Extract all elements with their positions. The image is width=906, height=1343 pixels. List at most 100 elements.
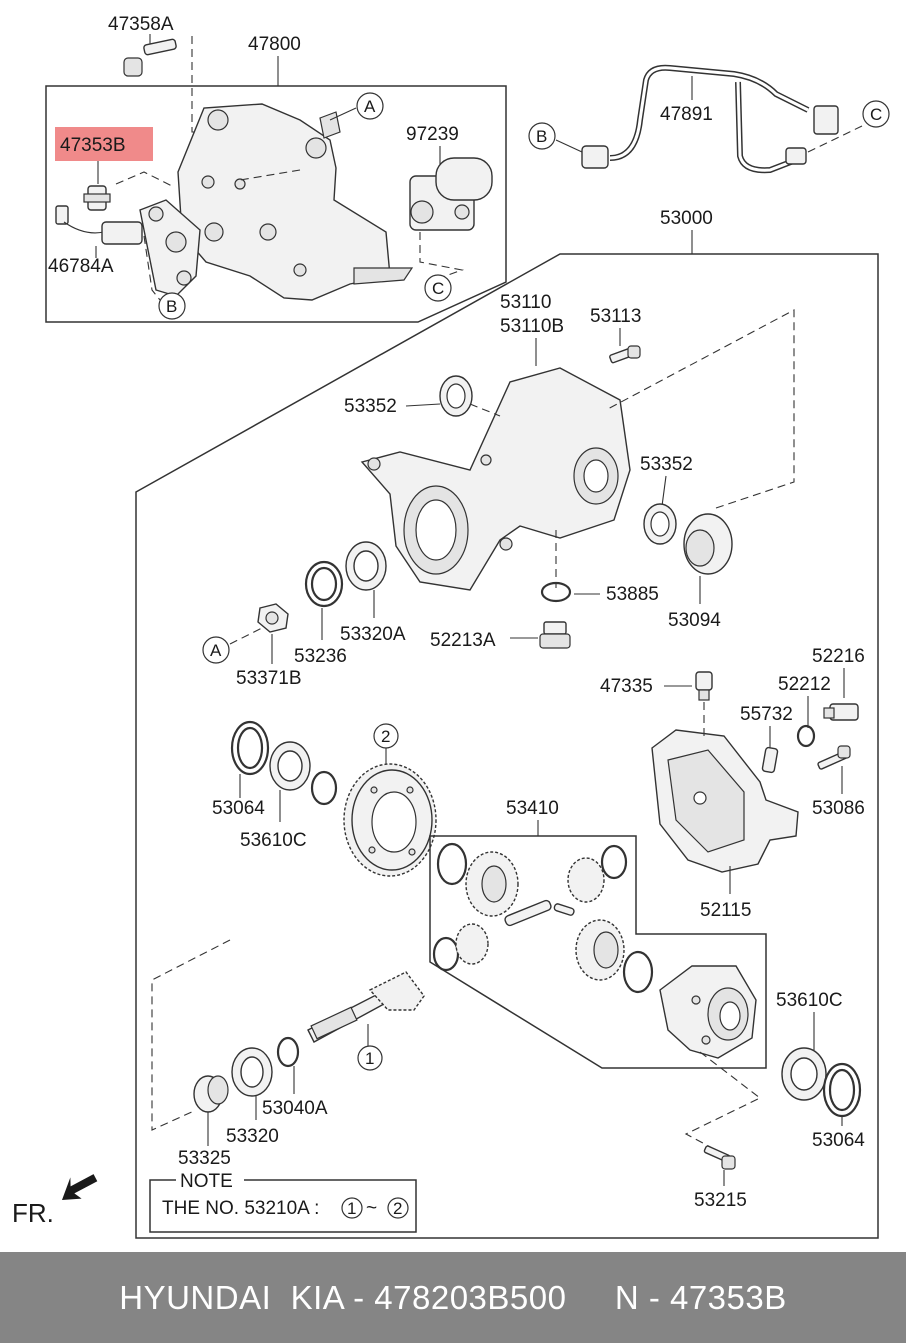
breather-47335 [695, 671, 713, 701]
note-ref-1: 1 [341, 1197, 363, 1219]
ref-circle-1: 1 [357, 1045, 383, 1071]
part-label-53110: 53110 [500, 292, 551, 313]
part-label-53410: 53410 [506, 798, 559, 819]
bolt-53215 [703, 1145, 736, 1170]
assembly-box-53410 [429, 835, 767, 1069]
rear-cover-52115 [651, 729, 799, 873]
part-label-53086: 53086 [812, 798, 865, 819]
transfer-case-housing [177, 103, 414, 301]
plug-52213A [539, 621, 571, 649]
part-label-53113: 53113 [590, 306, 641, 327]
part-label-53325: 53325 [178, 1148, 231, 1169]
plug-52216 [823, 703, 859, 721]
note-box [149, 1179, 417, 1233]
part-label-53000: 53000 [660, 208, 713, 229]
part-label-46784A: 46784A [48, 256, 114, 277]
svg-text:2: 2 [381, 727, 390, 746]
bearing-53610C-left [269, 741, 311, 791]
part-label-53885: 53885 [606, 584, 659, 605]
oil-seal-53352-right [643, 503, 677, 545]
front-arrow-icon [61, 1174, 98, 1200]
bearing-53320 [231, 1047, 273, 1097]
ref-circle-C-left: C [424, 274, 452, 302]
footer-text: HYUNDAI KIA - 478203B500 N - 47353B [119, 1278, 787, 1316]
note-range-separator: ~ [366, 1198, 377, 1219]
mounting-bracket [139, 199, 201, 297]
side-gear-set [432, 842, 654, 994]
ref-circle-C-right: C [862, 100, 890, 128]
part-label-53320: 53320 [226, 1126, 279, 1147]
part-label-55732: 55732 [740, 704, 793, 725]
flange-53094 [683, 513, 733, 575]
part-label-52212: 52212 [778, 674, 831, 695]
part-label-52115: 52115 [700, 900, 751, 921]
part-label-53352-right: 53352 [640, 454, 693, 475]
drive-pinion [307, 971, 425, 1043]
part-label-47335: 47335 [600, 676, 653, 697]
part-label-53064-left: 53064 [212, 798, 265, 819]
note-title: NOTE [180, 1171, 233, 1192]
part-label-53236: 53236 [294, 646, 347, 667]
ref-circle-B-right: B [528, 122, 556, 150]
part-label-52216: 52216 [812, 646, 865, 667]
svg-text:2: 2 [393, 1199, 402, 1218]
actuator-97239 [409, 157, 493, 231]
part-label-47358A: 47358A [108, 14, 174, 35]
svg-text:1: 1 [365, 1049, 374, 1068]
pin-55732 [761, 746, 779, 774]
part-label-53610C-right: 53610C [776, 990, 843, 1011]
svg-text:C: C [870, 105, 882, 124]
highlight-47353B [55, 127, 153, 161]
bearing-53320A [345, 541, 387, 591]
ring-left [310, 770, 338, 806]
svg-text:A: A [364, 97, 376, 116]
assembly-box-47800 [45, 85, 507, 323]
ref-circle-B-left: B [158, 292, 186, 320]
differential-carrier-53110 [360, 367, 631, 591]
front-direction-label: FR. [12, 1198, 54, 1228]
ref-circle-A-top: A [356, 92, 384, 120]
part-label-47353B: 47353B [60, 135, 126, 156]
assembly-box-53000 [135, 253, 879, 1239]
bolt-53113 [609, 345, 641, 364]
harness-47891 [581, 64, 839, 174]
part-label-53040A: 53040A [262, 1098, 328, 1119]
part-label-53215: 53215 [694, 1190, 747, 1211]
washer-53885 [540, 581, 572, 603]
oil-seal-53352-left [439, 375, 473, 417]
svg-text:B: B [166, 297, 177, 316]
nut-53371B [257, 603, 289, 633]
part-label-52213A: 52213A [430, 630, 496, 651]
part-label-53094: 53094 [668, 610, 721, 631]
part-label-53352-left: 53352 [344, 396, 397, 417]
bolt-53086 [817, 745, 851, 770]
part-label-53320A: 53320A [340, 624, 406, 645]
part-label-97239: 97239 [406, 124, 459, 145]
exploded-parts-diagram: 47800 47358A A 47353B [12, 14, 890, 1239]
bolt-47358A [123, 38, 177, 77]
part-label-53371B: 53371B [236, 668, 302, 689]
bearing-53610C-right [781, 1047, 827, 1101]
part-number-footer: HYUNDAI KIA - 478203B500 N - 47353B [0, 1252, 906, 1343]
svg-text:1: 1 [347, 1199, 356, 1218]
part-label-47891: 47891 [660, 104, 713, 125]
note-text: THE NO. 53210A : [162, 1198, 319, 1219]
svg-text:C: C [432, 279, 444, 298]
part-label-47800: 47800 [248, 34, 301, 55]
shim-53064-right [822, 1062, 862, 1118]
note-ref-2: 2 [387, 1197, 409, 1219]
svg-text:B: B [536, 127, 547, 146]
harness-46784A [55, 205, 143, 245]
sensor-47353B [83, 185, 111, 211]
spacer-53040A [276, 1036, 300, 1068]
ring-gear [343, 763, 437, 877]
spacer-53236 [304, 560, 344, 608]
svg-text:A: A [210, 641, 222, 660]
shim-53064-left [230, 720, 270, 776]
washer-52212 [796, 724, 816, 748]
ref-circle-2-top: 2 [373, 723, 399, 749]
spacer-53325 [193, 1075, 229, 1113]
ref-circle-A-bottom: A [202, 636, 230, 664]
part-label-53110B: 53110B [500, 316, 564, 337]
part-label-53610C-left: 53610C [240, 830, 307, 851]
